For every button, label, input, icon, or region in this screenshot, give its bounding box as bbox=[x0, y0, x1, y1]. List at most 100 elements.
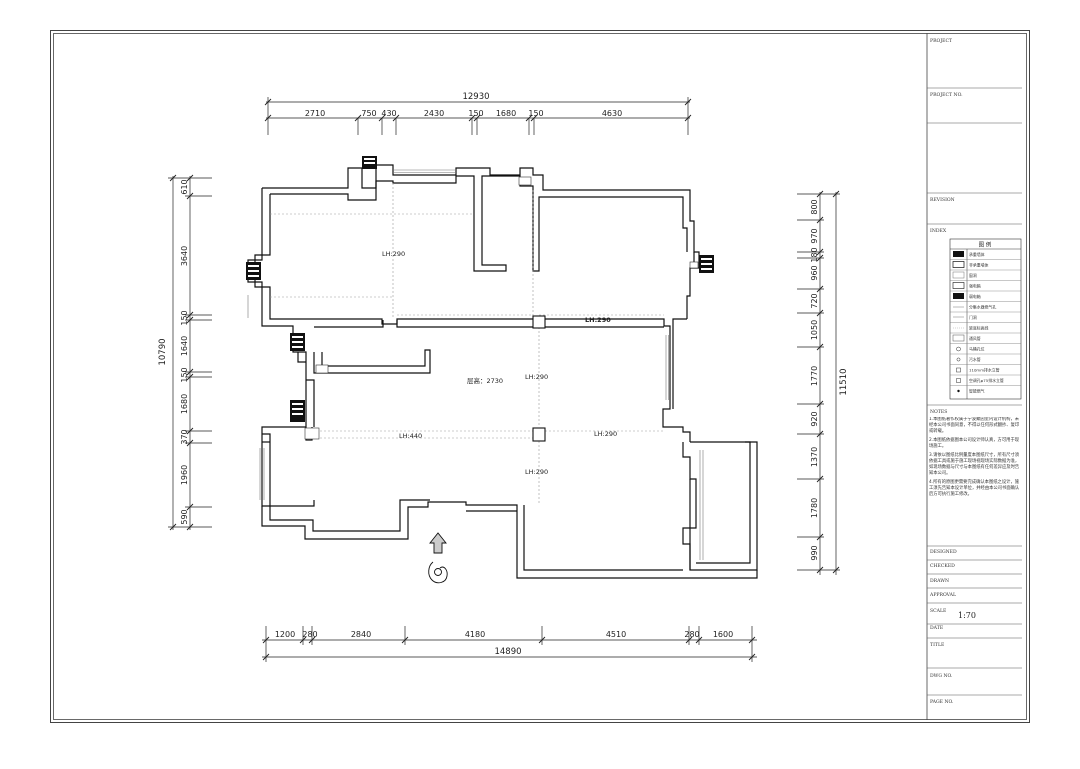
dim-right: 920 bbox=[810, 411, 819, 426]
tb-index: INDEX bbox=[930, 228, 947, 234]
dim-left: 1960 bbox=[180, 465, 189, 485]
data-box-icon bbox=[953, 293, 964, 299]
legend-item: 智能燃气 bbox=[969, 389, 985, 394]
top-dimensions: 12930 2710 750 430 2430 150 1680 150 463… bbox=[305, 92, 622, 118]
dim-top: 750 bbox=[361, 109, 376, 118]
dim-right-total: 11510 bbox=[839, 368, 849, 395]
tb-scale-label: SCALE bbox=[930, 608, 946, 614]
legend-item: 门洞 bbox=[969, 315, 977, 320]
dim-right: 970 bbox=[810, 228, 819, 243]
gas-icon bbox=[957, 389, 960, 393]
legend-item: 强电箱 bbox=[969, 284, 981, 289]
legend-item: 承重墙体 bbox=[969, 252, 985, 257]
title-block: PROJECT PROJECT NO. REVISION INDEX 图 例 bbox=[926, 33, 1022, 720]
dim-top: 150 bbox=[528, 109, 543, 118]
dim-bottom-total: 14890 bbox=[494, 647, 521, 657]
left-dimensions: 10790 610 3640 150 1640 150 1680 370 196… bbox=[158, 179, 189, 524]
shaft-box bbox=[518, 176, 532, 186]
legend-item: 110mm排水立管 bbox=[969, 368, 1000, 373]
wall-outline bbox=[247, 164, 758, 579]
dim-left: 1640 bbox=[180, 336, 189, 356]
dim-left: 3640 bbox=[180, 246, 189, 266]
floor-plan: LH:290 LH:290 LH:290 LH:440 LH:290 LH:29… bbox=[246, 156, 758, 584]
column-upper bbox=[532, 315, 546, 329]
tb-drawn: DRAWN bbox=[930, 578, 949, 584]
legend-item: 空调孔φ75排水立管 bbox=[969, 378, 1004, 383]
dim-bottom: 1600 bbox=[713, 630, 733, 639]
dim-bottom: 2840 bbox=[351, 630, 371, 639]
dim-left: 1680 bbox=[180, 394, 189, 414]
dim-left: 610 bbox=[180, 179, 189, 194]
tb-title: TITLE bbox=[930, 642, 944, 648]
dim-top-total: 12930 bbox=[462, 92, 489, 102]
note-item: 3.请依以图纸比例量度本图纸尺寸，所有尺寸须依据工具或施于施工现场视现场实际数据… bbox=[929, 453, 1020, 476]
dim-right: 1770 bbox=[810, 366, 819, 386]
dim-left: 150 bbox=[180, 310, 189, 325]
dim-left: 590 bbox=[180, 509, 189, 524]
toilet-icon bbox=[956, 346, 961, 352]
dim-right: 990 bbox=[810, 545, 819, 560]
label-ceiling-height: 层高：2730 bbox=[467, 376, 503, 385]
legend-item: 通风管 bbox=[969, 336, 981, 341]
power-box-icon bbox=[952, 282, 965, 289]
tb-date: DATE bbox=[930, 625, 943, 631]
inner-frame bbox=[53, 33, 1027, 720]
bearing-wall-icon bbox=[953, 251, 964, 257]
shaft-box bbox=[304, 427, 320, 440]
label-lh5: LH:290 bbox=[594, 430, 617, 438]
legend-item: 非承重墙体 bbox=[969, 263, 989, 268]
dimension-lines bbox=[168, 97, 840, 662]
tb-project: PROJECT bbox=[930, 38, 953, 44]
tb-notes: NOTES bbox=[930, 409, 947, 415]
dim-left: 150 bbox=[180, 367, 189, 382]
dim-right: 720 bbox=[810, 293, 819, 308]
legend-item: 梁底标高线 bbox=[969, 326, 989, 331]
bottom-dimensions: 1200 280 2840 4180 4510 280 1600 14890 bbox=[275, 630, 733, 657]
windows bbox=[247, 169, 704, 560]
tb-revision: REVISION bbox=[930, 197, 955, 203]
label-lh4: LH:440 bbox=[399, 432, 422, 440]
notes-block: 1.本图纸著作权属于宁波聚园室内设计机构，未经本公司书面同意，不得以任何形式翻抄… bbox=[929, 417, 1020, 497]
legend-item: 弱电箱 bbox=[969, 294, 981, 299]
dim-bottom: 1200 bbox=[275, 630, 295, 639]
legend-table: 图 例 承重墙体 非承重墙体 窗洞 强电箱 弱电箱 分集水器燃气孔 门洞 梁底标 bbox=[949, 238, 1022, 400]
dim-top: 1680 bbox=[496, 109, 516, 118]
dim-right: 1780 bbox=[810, 498, 819, 518]
column-lower bbox=[532, 427, 546, 442]
label-lh3: LH:290 bbox=[525, 373, 548, 381]
dim-bottom: 4180 bbox=[465, 630, 485, 639]
legend-item: 窗洞 bbox=[969, 273, 977, 278]
legend-item: 马桶孔位 bbox=[969, 347, 985, 352]
outer-frame bbox=[50, 30, 1030, 723]
drain-pipe-icon bbox=[956, 367, 961, 373]
tb-approval: APPROVAL bbox=[929, 592, 956, 598]
dim-left-total: 10790 bbox=[158, 338, 168, 365]
tb-scale-value: 1:70 bbox=[958, 611, 976, 620]
dim-top: 2430 bbox=[424, 109, 444, 118]
window-icon bbox=[952, 271, 965, 279]
dim-right: 1370 bbox=[810, 447, 819, 467]
label-lh1: LH:290 bbox=[382, 250, 405, 258]
legend-title: 图 例 bbox=[979, 241, 992, 249]
beam-lines bbox=[270, 183, 664, 505]
dim-right: 1050 bbox=[810, 320, 819, 340]
dim-right: 800 bbox=[810, 199, 819, 214]
dim-top: 2710 bbox=[305, 109, 325, 118]
vent-icon bbox=[952, 334, 965, 342]
dim-right: 960 bbox=[810, 265, 819, 280]
shaft-box bbox=[315, 364, 329, 374]
sewage-pipe-icon bbox=[956, 357, 961, 362]
legend-item: 分集水器燃气孔 bbox=[969, 305, 996, 310]
dim-top: 150 bbox=[468, 109, 483, 118]
label-lh6: LH:290 bbox=[525, 468, 548, 476]
tb-project-no: PROJECT NO. bbox=[930, 92, 963, 98]
dim-top: 4630 bbox=[602, 109, 622, 118]
right-dimensions: 11510 800 970 180 960 720 1050 1770 920 … bbox=[810, 199, 849, 560]
shaft-box bbox=[689, 261, 699, 269]
note-item: 2.本图纸依据图本公司设计师认真，方可用于现场施工。 bbox=[929, 438, 1020, 449]
dim-top: 430 bbox=[381, 109, 396, 118]
tb-dwg-no: DWG NO. bbox=[930, 673, 953, 679]
equipment-tag-text bbox=[248, 158, 712, 415]
partition-wall-icon bbox=[952, 261, 965, 268]
